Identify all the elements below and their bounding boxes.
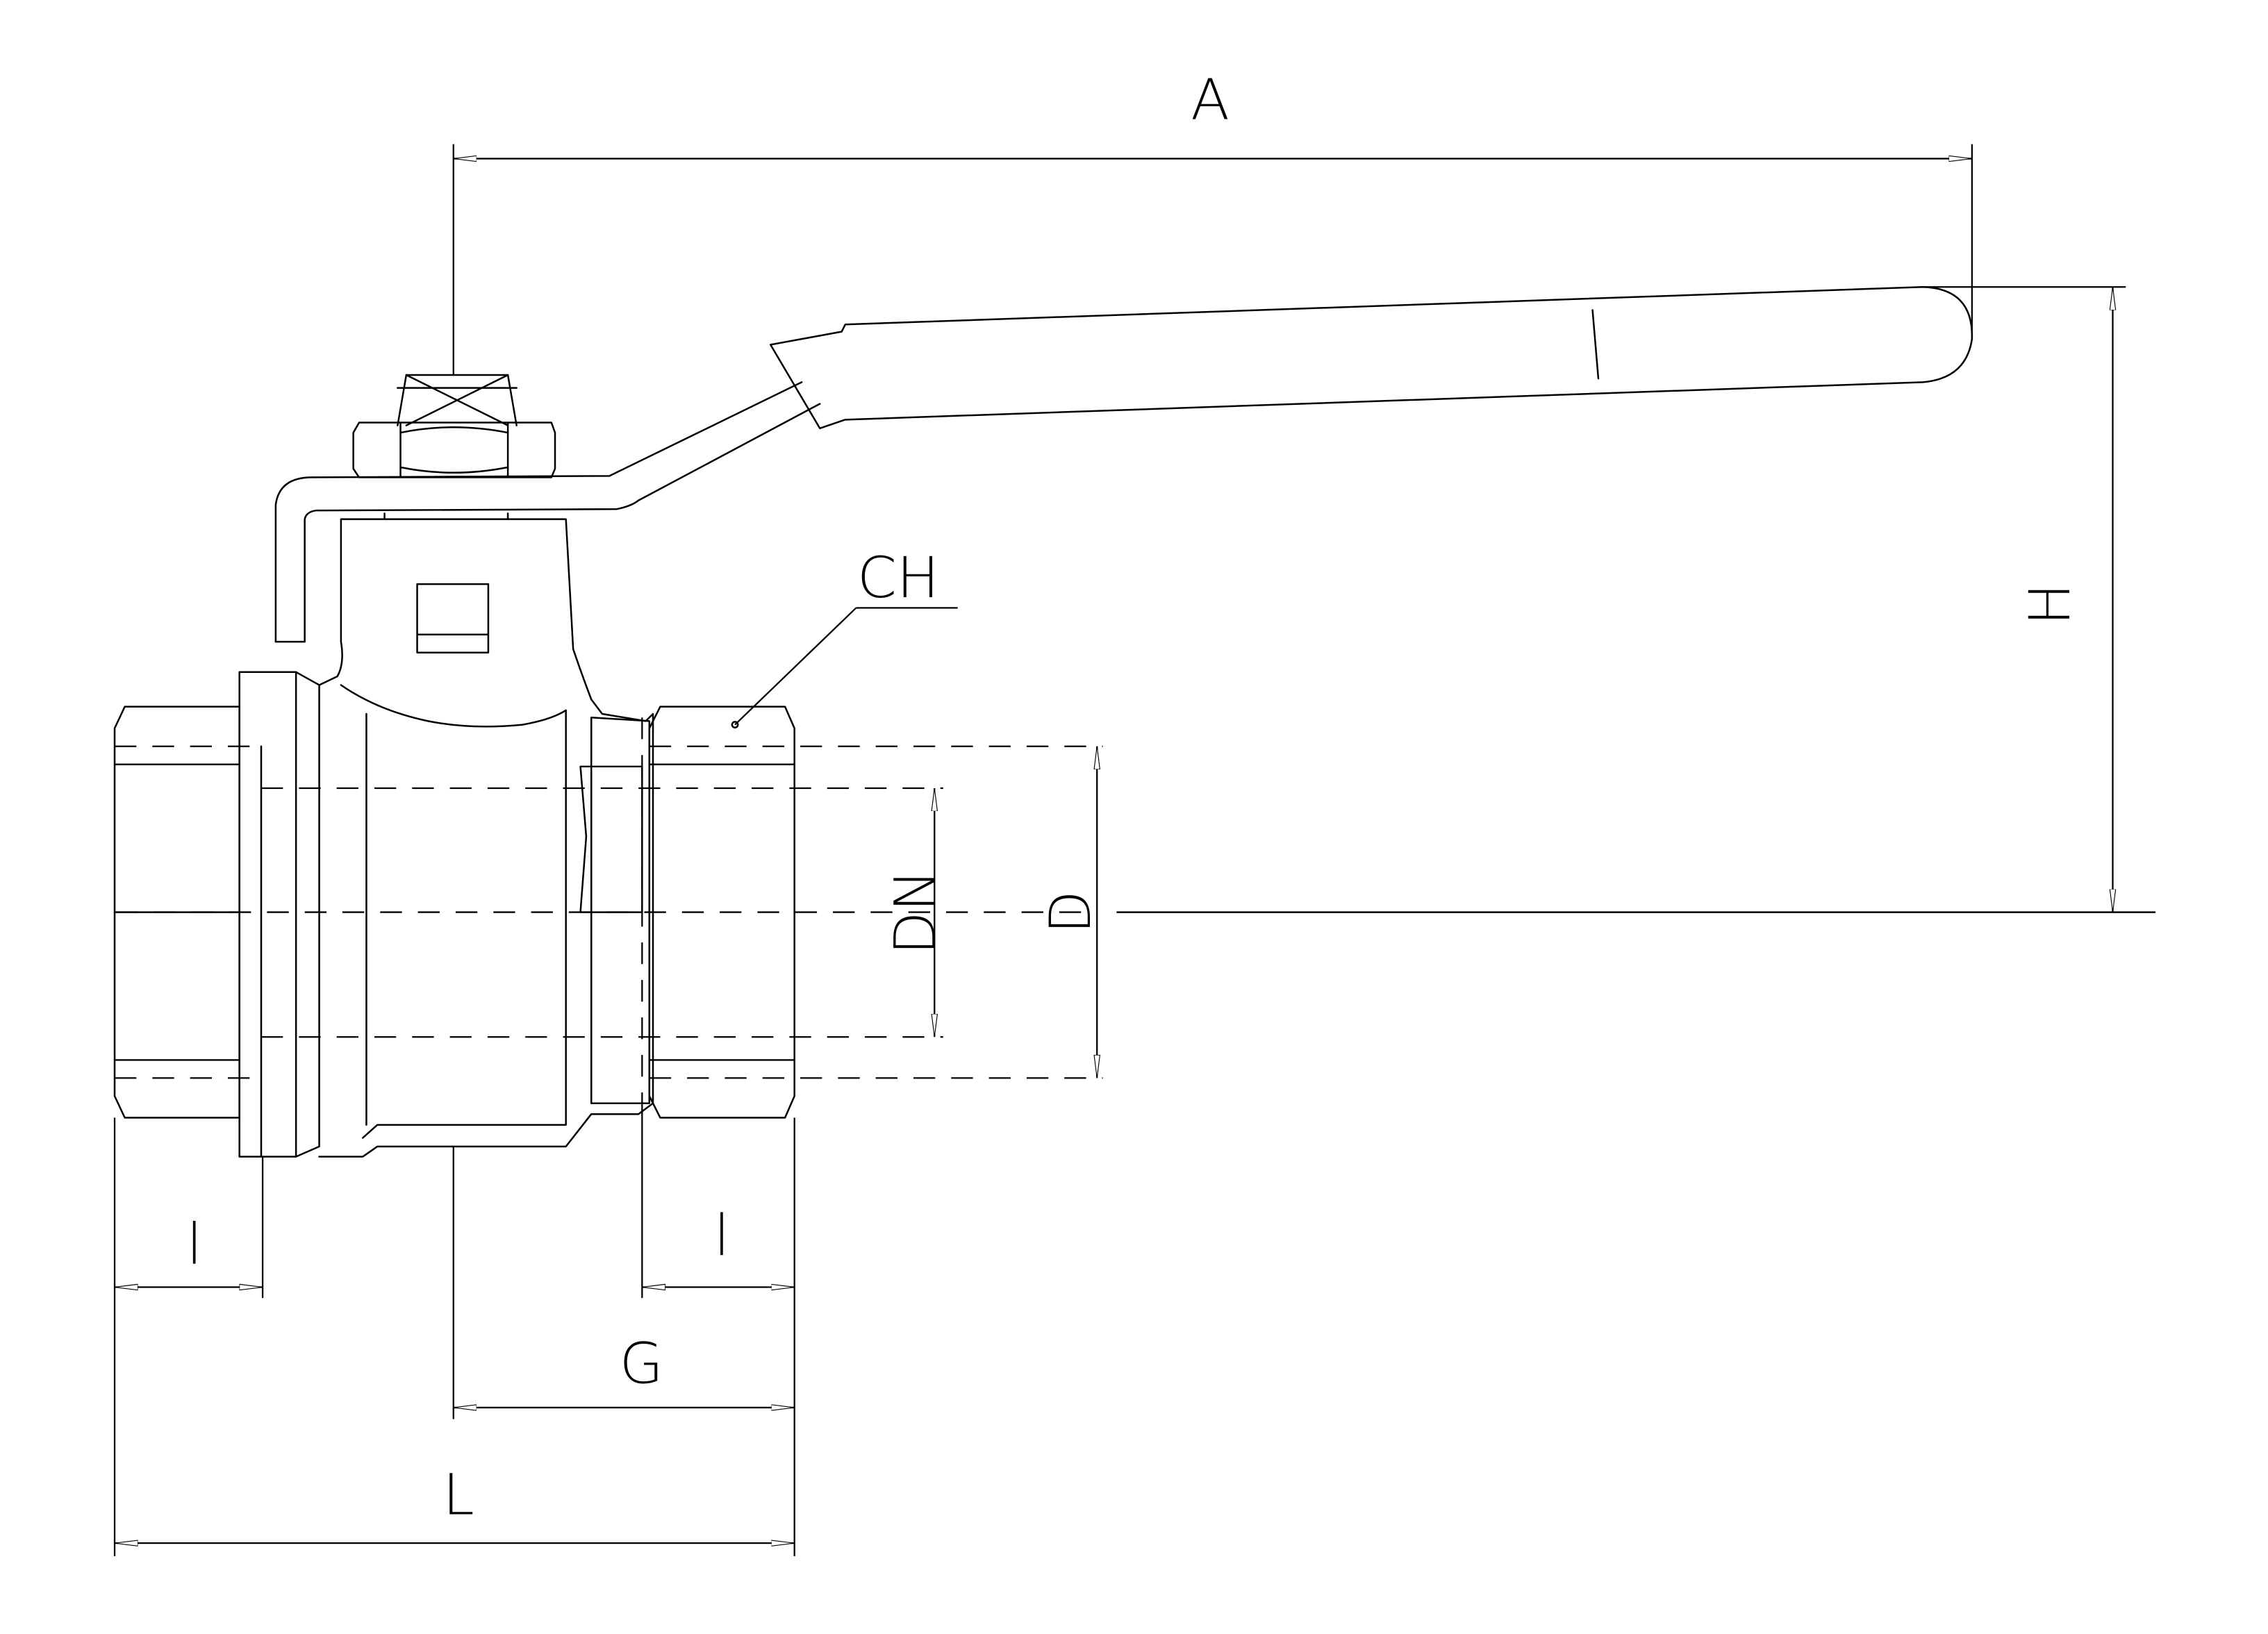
label-l-left: l bbox=[187, 1212, 203, 1277]
label-D: D bbox=[1038, 890, 1104, 933]
stem-nut bbox=[352, 374, 556, 478]
label-CH: CH bbox=[857, 546, 939, 611]
label-DN: DN bbox=[883, 869, 948, 955]
label-G: G bbox=[620, 1332, 663, 1397]
label-L: L bbox=[442, 1463, 474, 1528]
flange bbox=[238, 671, 320, 1158]
lever-handle bbox=[274, 286, 1973, 643]
left-hex-connector bbox=[113, 706, 262, 1119]
label-l-right: l bbox=[714, 1203, 730, 1269]
dimension-CH bbox=[734, 607, 958, 726]
valve-body bbox=[261, 512, 943, 1158]
dimension-H bbox=[1922, 286, 2126, 912]
label-H: H bbox=[2018, 583, 2083, 626]
extension-lines bbox=[113, 1103, 795, 1556]
label-A: A bbox=[1191, 68, 1230, 133]
right-hex-connector bbox=[648, 706, 1103, 1119]
dimension-A bbox=[452, 144, 1973, 375]
